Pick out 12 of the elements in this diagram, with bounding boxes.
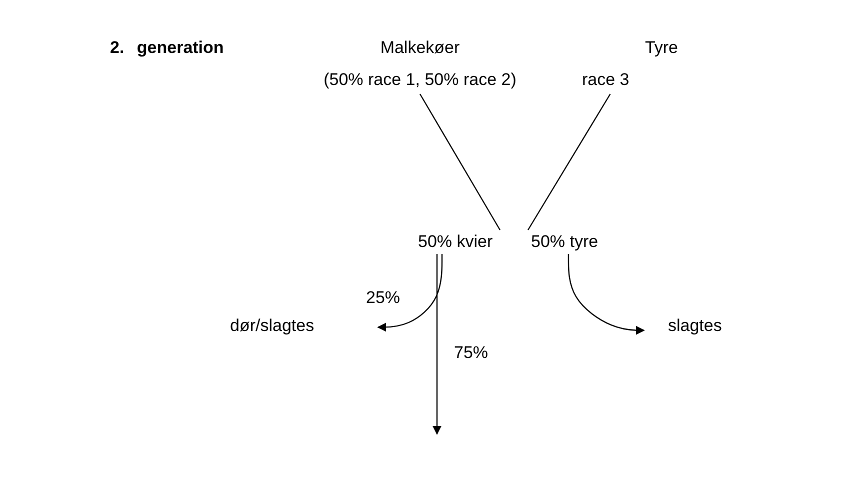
node-label: Malkekøer: [379, 38, 461, 58]
node-label: Tyre: [644, 38, 678, 58]
node-sublabel: race 3: [582, 70, 630, 90]
node-label: slagtes: [668, 316, 723, 336]
node-label: dør/slagtes: [230, 316, 316, 336]
node-label: 50% tyre: [531, 232, 600, 252]
arrow: [568, 254, 645, 335]
node-sublabel: (50% race 1, 50% race 2): [322, 70, 518, 90]
heading-label: 2. generation: [110, 38, 224, 58]
node-label: 50% kvier: [418, 232, 494, 252]
arrow: [432, 254, 442, 435]
arrow: [377, 254, 443, 332]
